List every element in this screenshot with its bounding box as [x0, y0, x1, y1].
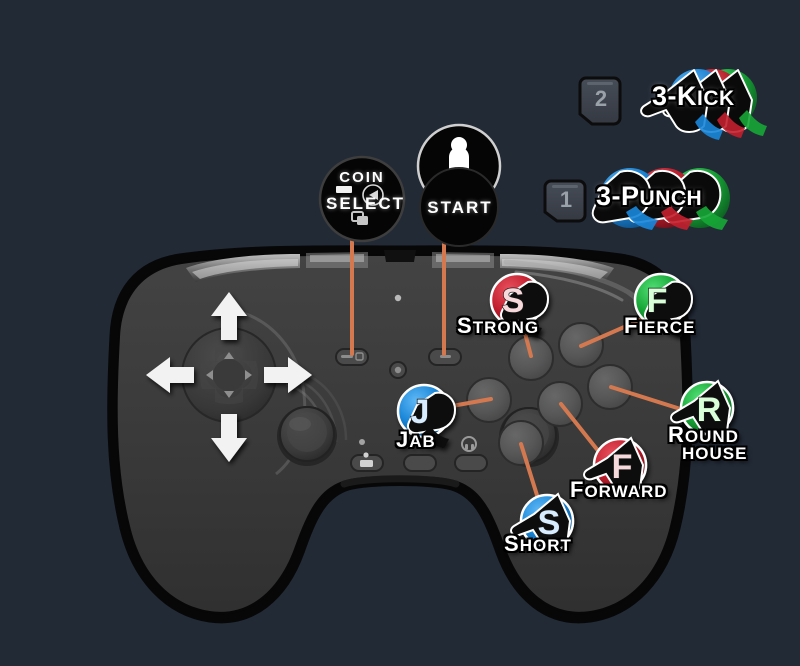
short-label-rest: HORT	[519, 536, 572, 555]
headphone-icon	[461, 436, 477, 452]
small-buttons[interactable]	[335, 294, 488, 472]
three-punch-icon	[591, 168, 730, 230]
start-label: START	[427, 198, 493, 217]
jab-icon	[396, 383, 457, 448]
three-kick-label-cap: 3-K	[652, 81, 698, 111]
strong-label-rest: TRONG	[472, 318, 540, 337]
roundhouse-label-line2: HOUSE	[682, 443, 748, 463]
glyph-jab: J	[411, 393, 430, 431]
keycap-1-label: 1	[559, 187, 573, 212]
short-label-cap: S	[504, 531, 520, 556]
roundhouse-icon	[670, 379, 735, 438]
glyph-roundhouse: R	[697, 391, 722, 429]
keycap-2[interactable]	[578, 76, 622, 126]
keycap-2-label: 2	[594, 86, 608, 111]
glyph-fierce: F	[647, 282, 668, 320]
roundhouse-label-rest: OUND	[684, 427, 739, 446]
connector-fierce	[579, 318, 642, 348]
minus-glyph-icon	[336, 186, 352, 193]
three-punch-label-rest: UNCH	[639, 187, 703, 210]
arrow-right-icon	[264, 357, 312, 393]
select-label: SELECT	[326, 194, 406, 213]
arrow-up-icon	[211, 292, 247, 340]
forward-label-rest: ORWARD	[584, 482, 668, 501]
jab-label: JAB	[396, 427, 436, 453]
start-button[interactable]	[416, 123, 502, 247]
jab-label-cap: J	[396, 427, 410, 452]
select-window-icon	[351, 211, 368, 225]
connector-roundhouse	[609, 385, 692, 414]
short-label: SHORT	[504, 531, 572, 557]
arrow-left-icon	[146, 357, 194, 393]
coin-label: COIN	[339, 169, 385, 186]
short-icon	[510, 492, 575, 551]
forward-label-cap: F	[570, 477, 585, 502]
fierce-label: FIERCE	[624, 313, 695, 339]
roundhouse-label: ROUND HOUSE	[668, 424, 747, 462]
attack-glyphs: S F J S F R	[410, 281, 722, 542]
minus-triangle-icon	[369, 190, 378, 200]
led-indicator-2	[359, 439, 365, 445]
dpad-icon[interactable]	[181, 327, 277, 423]
fierce-label-cap: F	[624, 313, 639, 338]
three-kick-icon	[640, 69, 767, 140]
extra-button-b	[454, 454, 488, 472]
glyph-forward: F	[612, 448, 633, 486]
forward-icon	[583, 436, 648, 495]
strong-label-cap: S	[457, 313, 473, 338]
three-punch-label: 3-PUNCH	[596, 181, 702, 212]
glyph-strong: S	[502, 282, 525, 320]
forward-label: FORWARD	[570, 477, 668, 503]
keycap-1[interactable]	[543, 179, 587, 223]
coin-select-button[interactable]	[318, 155, 406, 243]
three-kick-label-rest: ICK	[697, 87, 735, 110]
arrow-down-icon	[211, 414, 247, 462]
roundhouse-label-cap: R	[668, 422, 685, 447]
three-kick-label: 3-KICK	[652, 81, 735, 112]
led-indicator	[394, 294, 402, 302]
three-punch-label-cap: 3-P	[596, 181, 640, 211]
strong-label: STRONG	[457, 313, 539, 339]
fierce-icon	[633, 272, 694, 337]
extra-button-a	[403, 454, 437, 472]
glyph-short: S	[538, 504, 561, 542]
left-analog-stick[interactable]	[277, 406, 337, 466]
jab-label-rest: AB	[409, 432, 436, 451]
strong-icon	[489, 272, 550, 337]
direction-arrows	[146, 292, 312, 462]
fierce-label-rest: IERCE	[638, 318, 696, 337]
